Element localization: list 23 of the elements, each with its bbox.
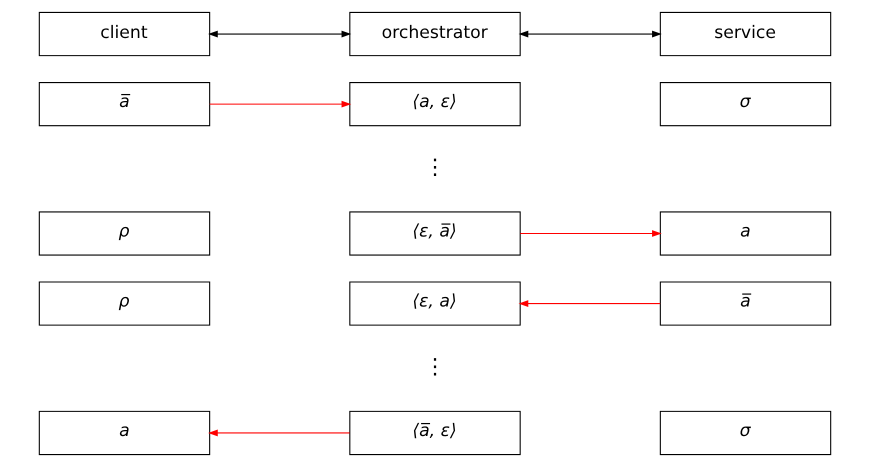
node-box: ⟨ε, a̅⟩ [348,211,520,256]
arrow [208,430,350,436]
label: ⋮ [424,354,446,380]
arrow [209,100,351,108]
node-box: a [38,410,210,456]
node-box: a̅ [38,82,210,126]
node-box: client [38,12,210,56]
label: ⋮ [424,155,446,180]
node-box: ρ [38,281,210,326]
node-box: σ [659,410,831,456]
arrow [208,30,351,38]
arrow [520,230,662,237]
arrow [518,30,662,38]
node-box: a̅ [659,281,831,326]
node-box: ⟨a, ε⟩ [348,82,520,126]
node-box: ρ [38,211,210,256]
node-box: σ [659,82,831,126]
arrow [518,300,660,307]
node-box: orchestrator [348,12,520,56]
node-box: ⟨a̅, ε⟩ [348,410,520,456]
node-box: service [659,12,831,56]
node-box: ⟨ε, a⟩ [348,281,520,326]
node-box: a [659,211,831,256]
